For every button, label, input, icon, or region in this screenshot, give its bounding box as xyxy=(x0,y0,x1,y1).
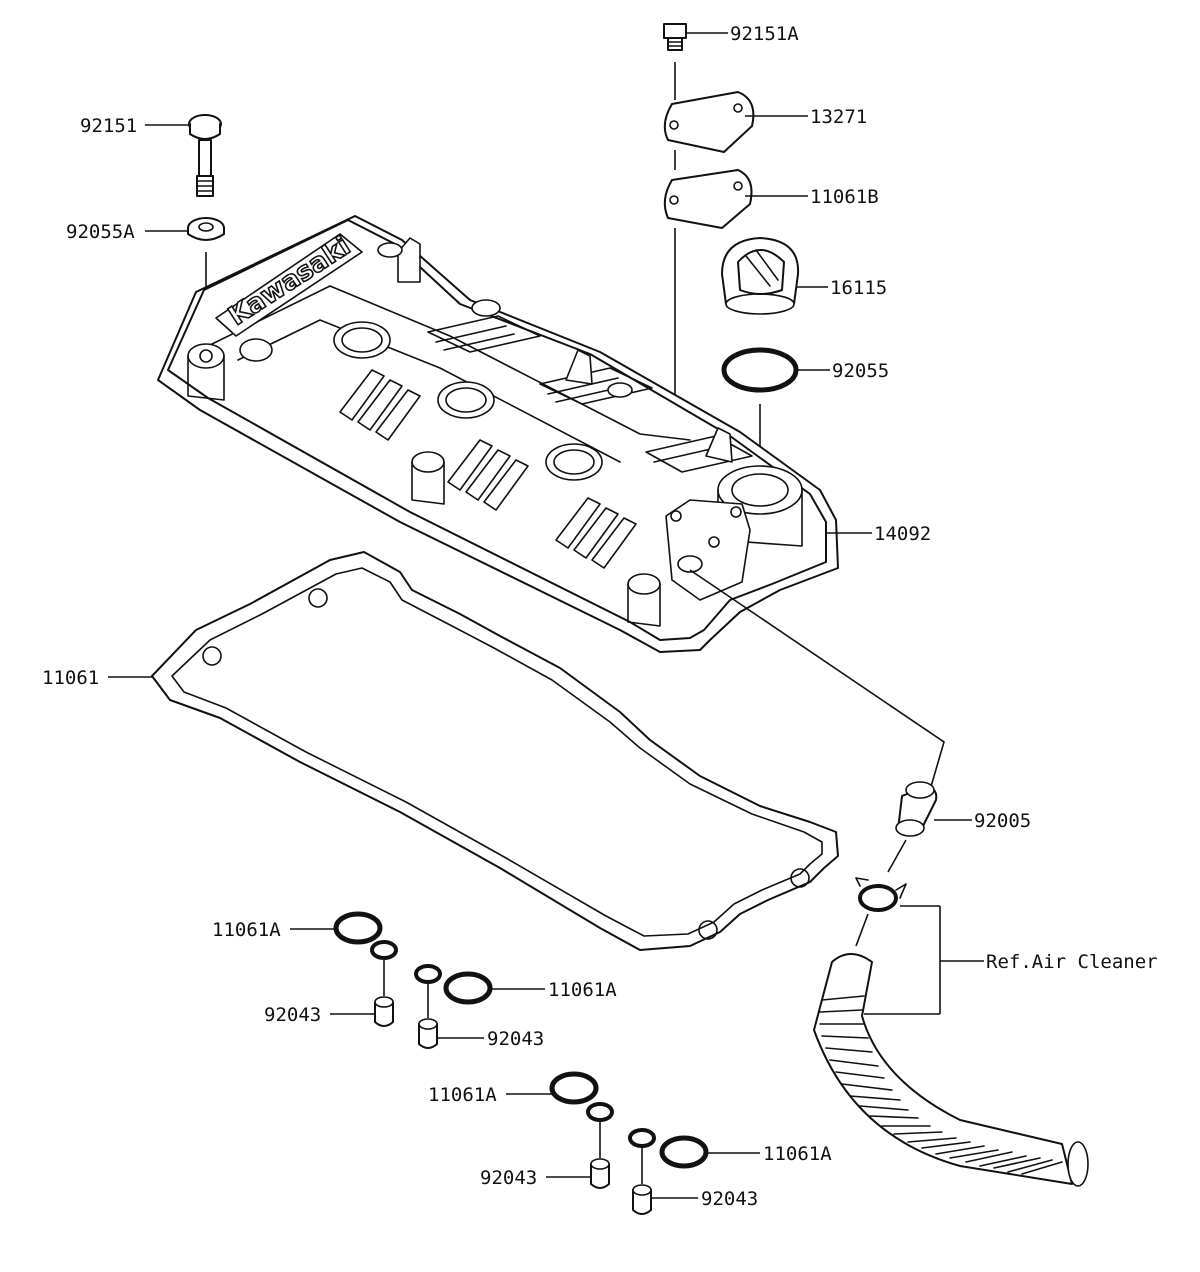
bolt-92151a xyxy=(663,23,687,51)
collar-92043-3 xyxy=(590,1158,610,1189)
callout-11061a-1: 11061A xyxy=(212,919,281,941)
callout-11061b: 11061B xyxy=(810,186,879,208)
callout-ref-air-cleaner: Ref.Air Cleaner xyxy=(986,951,1158,973)
callout-11061a-2: 11061A xyxy=(548,979,617,1001)
callout-92151a: 92151A xyxy=(730,23,799,45)
callout-92005: 92005 xyxy=(974,810,1031,832)
hose-clamp xyxy=(855,877,907,912)
collar-92043-2 xyxy=(418,1018,438,1049)
callout-92055: 92055 xyxy=(832,360,889,382)
callout-92043-4: 92043 xyxy=(701,1188,758,1210)
cylinder-head-cover-14092: Kawasaki xyxy=(157,215,839,653)
bolt-92151 xyxy=(188,114,222,197)
callout-14092: 14092 xyxy=(874,523,931,545)
washer-92055a xyxy=(187,217,225,241)
callout-92043-2: 92043 xyxy=(487,1028,544,1050)
cover-plate-13271 xyxy=(663,91,755,153)
callout-16115: 16115 xyxy=(830,277,887,299)
callout-11061a-3: 11061A xyxy=(428,1084,497,1106)
oil-filler-cap-16115 xyxy=(721,237,800,315)
head-cover-gasket-11061 xyxy=(151,551,839,951)
plug-hole-seal-11061a-2 xyxy=(414,964,493,1005)
plug-hole-seal-11061a-4 xyxy=(628,1128,709,1169)
plug-hole-seal-11061a-3 xyxy=(549,1071,614,1122)
collar-92043-4 xyxy=(632,1184,652,1215)
fitting-92005 xyxy=(895,781,938,837)
callout-92151: 92151 xyxy=(80,115,137,137)
breather-hose xyxy=(813,953,1089,1187)
collar-92043-1 xyxy=(374,996,394,1027)
gasket-11061b xyxy=(663,169,753,229)
callout-11061a-4: 11061A xyxy=(763,1143,832,1165)
o-ring-92055 xyxy=(721,347,799,393)
callout-11061: 11061 xyxy=(42,667,99,689)
callout-92043-1: 92043 xyxy=(264,1004,321,1026)
plug-hole-seal-11061a-1 xyxy=(333,911,398,960)
callout-13271: 13271 xyxy=(810,106,867,128)
callout-92055a: 92055A xyxy=(66,221,135,243)
callout-92043-3: 92043 xyxy=(480,1167,537,1189)
